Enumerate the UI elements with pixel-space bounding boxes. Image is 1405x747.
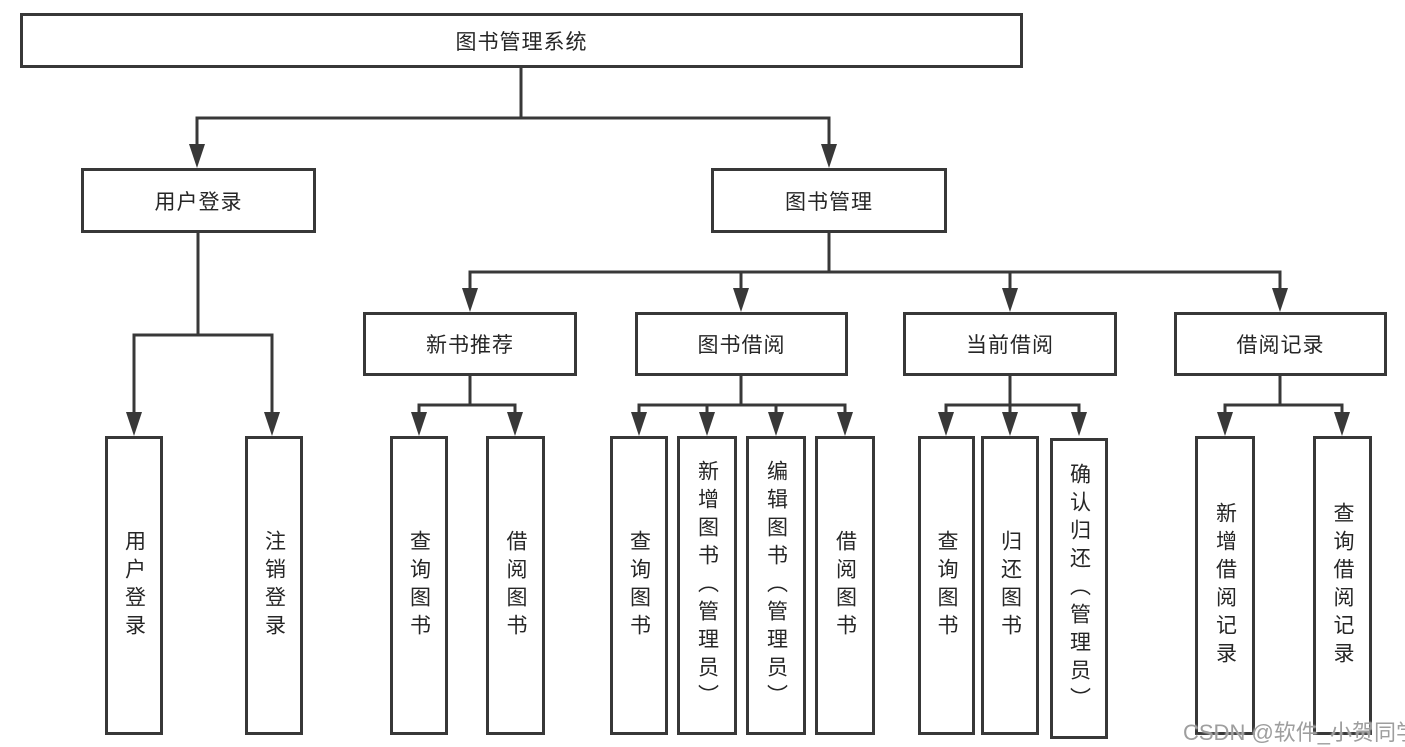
node-label: 编辑图书（管理员） — [764, 459, 788, 712]
leaf-add-borrow-record: 新增借阅记录 — [1195, 436, 1255, 735]
leaf-edit-books-admin: 编辑图书（管理员） — [746, 436, 806, 735]
node-new-book-recommendation: 新书推荐 — [363, 312, 577, 376]
leaf-add-books-admin: 新增图书（管理员） — [677, 436, 737, 735]
node-label: 用户登录 — [154, 190, 243, 214]
node-label: 借阅图书 — [833, 529, 857, 642]
leaf-logout: 注销登录 — [245, 436, 303, 735]
node-borrowing-records: 借阅记录 — [1174, 312, 1387, 376]
node-user-login-branch: 用户登录 — [81, 168, 316, 233]
node-label: 图书管理 — [785, 190, 873, 214]
node-label: 图书管理系统 — [455, 30, 588, 54]
leaf-user-login: 用户登录 — [105, 436, 163, 735]
leaf-return-books: 归还图书 — [981, 436, 1039, 735]
node-label: 用户登录 — [122, 529, 146, 642]
node-label: 查询图书 — [407, 529, 431, 642]
node-label: 归还图书 — [998, 529, 1022, 642]
leaf-query-books-recommend: 查询图书 — [390, 436, 448, 735]
node-label: 查询图书 — [935, 529, 958, 642]
node-book-borrowing: 图书借阅 — [635, 312, 848, 376]
leaf-borrow-books: 借阅图书 — [815, 436, 875, 735]
node-label: 新书推荐 — [426, 334, 514, 357]
node-library-management-system: 图书管理系统 — [20, 13, 1023, 68]
node-label: 新增图书（管理员） — [695, 459, 719, 712]
leaf-query-books-borrow: 查询图书 — [610, 436, 668, 735]
node-label: 确认归还（管理员） — [1067, 462, 1091, 715]
leaf-query-borrow-record: 查询借阅记录 — [1313, 436, 1372, 735]
node-book-management-branch: 图书管理 — [711, 168, 947, 233]
node-label: 借阅图书 — [504, 529, 527, 642]
node-label: 借阅记录 — [1236, 334, 1325, 357]
leaf-borrow-books-recommend: 借阅图书 — [486, 436, 545, 735]
node-label: 注销登录 — [262, 529, 286, 642]
node-label: 查询借阅记录 — [1331, 501, 1354, 670]
node-current-borrowing: 当前借阅 — [903, 312, 1117, 376]
node-label: 当前借阅 — [966, 334, 1054, 357]
node-label: 新增借阅记录 — [1213, 501, 1237, 670]
leaf-query-books-current: 查询图书 — [918, 436, 975, 735]
csdn-watermark: CSDN @软件_小贺同学 — [1183, 720, 1405, 745]
node-label: 图书借阅 — [697, 334, 786, 357]
leaf-confirm-return-admin: 确认归还（管理员） — [1050, 438, 1108, 739]
node-label: 查询图书 — [627, 529, 651, 642]
